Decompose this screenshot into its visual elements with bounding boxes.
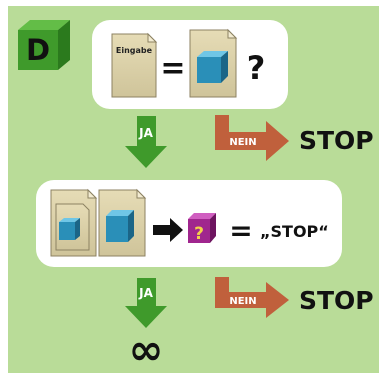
stop-label-2: STOP [299, 286, 374, 315]
equals-sign-1: = [160, 51, 185, 86]
result-stop-label: „STOP“ [260, 222, 329, 241]
yes-label-1: JA [138, 126, 153, 140]
stop-label-1: STOP [299, 126, 374, 155]
purple-cube-question: ? [194, 224, 204, 244]
yes-arrow-2: JA [125, 278, 167, 328]
badge-cube-icon: D [18, 20, 70, 70]
infinity-symbol: ∞ [129, 325, 164, 374]
input-document-label: Eingabe [116, 46, 153, 55]
purple-cube-icon: ? [188, 213, 216, 244]
program-document-icon-2 [98, 188, 147, 257]
no-arrow-2: NEIN [215, 277, 289, 318]
equals-sign-2: = [229, 214, 252, 247]
document-stack-icon [50, 188, 98, 257]
no-label-2: NEIN [229, 296, 256, 307]
badge-letter: D [26, 33, 50, 67]
input-document-icon: Eingabe [111, 32, 158, 98]
question-mark-1: ? [247, 49, 266, 87]
right-arrow-icon [153, 218, 183, 242]
blue-cube-icon [197, 51, 228, 83]
yes-label-2: JA [138, 286, 153, 300]
no-label-1: NEIN [229, 137, 256, 148]
yes-arrow-1: JA [125, 116, 167, 168]
no-arrow-1: NEIN [215, 115, 289, 161]
